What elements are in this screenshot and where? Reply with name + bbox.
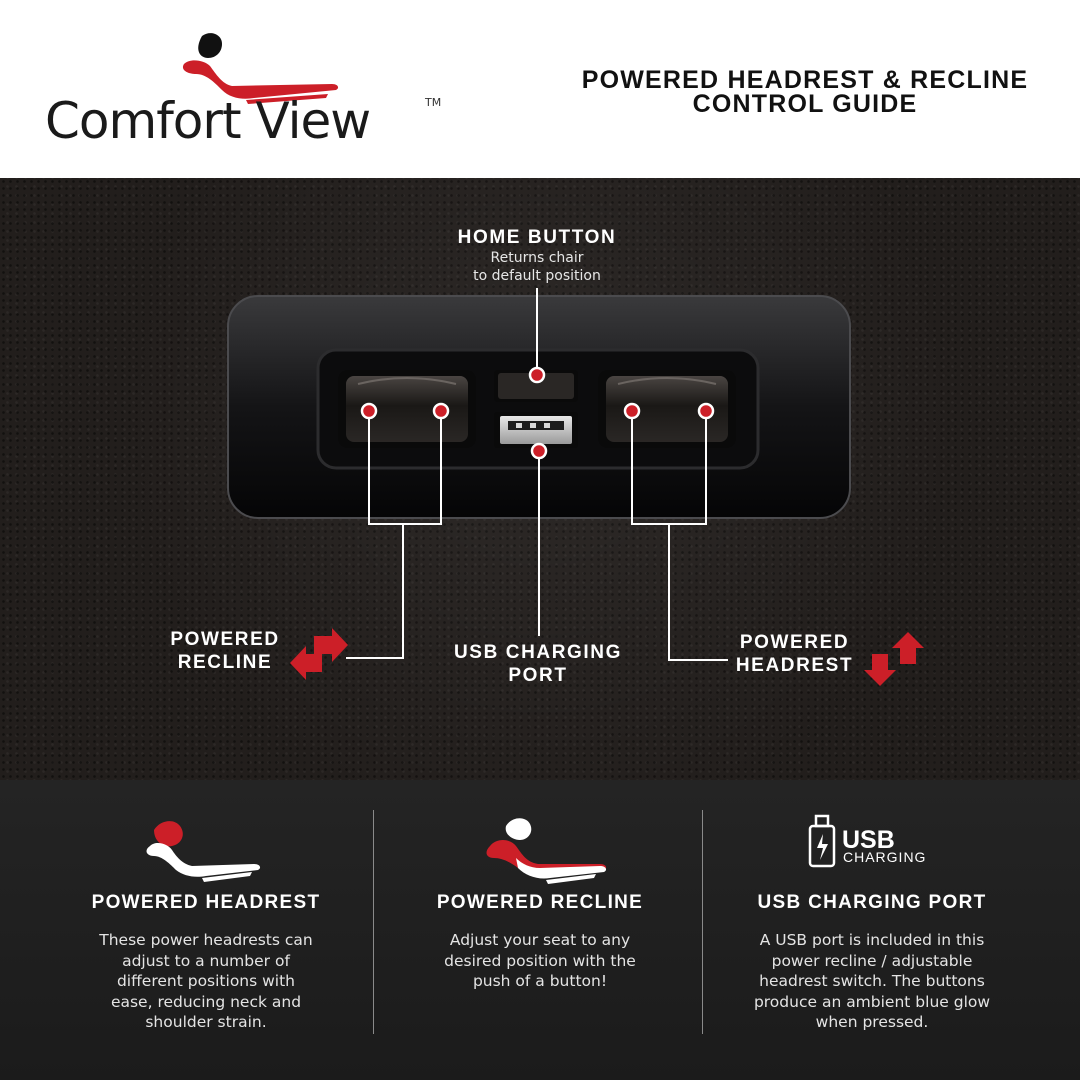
home-button[interactable] <box>494 370 578 402</box>
powered-headrest-label-line-1: POWERED <box>739 632 850 653</box>
feature-description: These power headrests can adjust to a nu… <box>99 931 313 1031</box>
control-switch-diagram <box>227 288 924 686</box>
usb-icon-word: USB <box>842 826 895 854</box>
recliner-logo-icon <box>182 33 339 104</box>
feature-powered-headrest: POWERED HEADREST These power headrests c… <box>26 780 386 1080</box>
usb-port-marker <box>530 442 548 460</box>
feature-divider <box>373 810 374 1034</box>
feature-description: A USB port is included in this power rec… <box>753 931 991 1031</box>
brand-wordmark: Comfort View <box>45 92 371 150</box>
recline-rocker-switch[interactable] <box>338 370 476 448</box>
headrest-chair-icon <box>146 821 261 882</box>
feature-title: POWERED HEADREST <box>91 892 321 913</box>
features-strip: POWERED HEADREST These power headrests c… <box>0 780 1080 1080</box>
usb-charging-port-label-line-1: USB CHARGING <box>453 642 623 663</box>
headrest-rocker-switch[interactable] <box>598 370 736 448</box>
home-button-description-line-1: Returns chair <box>490 250 584 266</box>
feature-title: POWERED RECLINE <box>436 892 644 913</box>
usb-charging-port-label: USB CHARGING PORT <box>428 641 648 687</box>
control-panel-photo: HOME BUTTON Returns chair to default pos… <box>0 178 1080 780</box>
usb-icon-subtext: CHARGING <box>843 849 926 865</box>
feature-title: USB CHARGING PORT <box>757 892 987 913</box>
trademark-symbol: TM <box>425 96 442 109</box>
feature-description: Adjust your seat to any desired position… <box>444 931 636 990</box>
home-button-description-line-2: to default position <box>473 268 601 284</box>
recline-arrows-icon <box>290 628 348 680</box>
usb-charging-port-label-line-2: PORT <box>508 665 568 686</box>
home-button-label: HOME BUTTON <box>457 227 617 248</box>
page-title-line-1: POWERED HEADREST & RECLINE <box>581 66 1029 94</box>
recline-chair-icon <box>486 818 607 884</box>
home-button-marker <box>528 366 546 384</box>
leader-lines <box>346 288 728 661</box>
feature-powered-recline: POWERED RECLINE Adjust your seat to any … <box>360 780 720 1080</box>
headrest-right-marker <box>697 402 715 420</box>
feature-divider <box>702 810 703 1034</box>
usb-charging-icon: USB CHARGING <box>808 814 926 868</box>
header: Comfort View TM POWERED HEADREST & RECLI… <box>0 0 1080 178</box>
powered-headrest-label-line-2: HEADREST <box>735 655 854 676</box>
home-button-description: Returns chair to default position <box>437 249 637 285</box>
powered-recline-label-line-2: RECLINE <box>177 652 273 673</box>
recline-left-marker <box>360 402 378 420</box>
usb-charging-port[interactable] <box>494 412 578 448</box>
feature-usb-charging-port: USB CHARGING USB CHARGING PORT A USB por… <box>692 780 1052 1080</box>
page-title: POWERED HEADREST & RECLINE CONTROL GUIDE <box>540 66 1070 118</box>
powered-recline-label: POWERED RECLINE <box>150 628 300 674</box>
powered-recline-label-line-1: POWERED <box>170 629 280 650</box>
page-title-line-2: CONTROL GUIDE <box>692 90 918 118</box>
recline-right-marker <box>432 402 450 420</box>
headrest-left-marker <box>623 402 641 420</box>
powered-headrest-label: POWERED HEADREST <box>722 631 867 677</box>
headrest-arrows-icon <box>864 632 924 686</box>
